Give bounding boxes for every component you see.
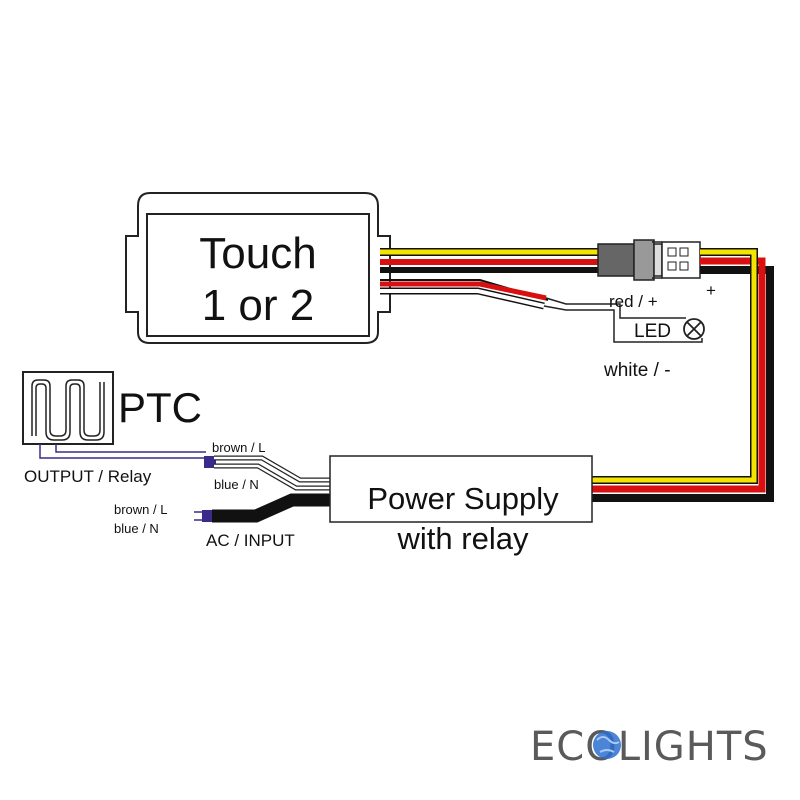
supply-cable: [592, 248, 774, 502]
ecolights-logo: ECOLIGHTS: [530, 724, 769, 770]
power-supply: Power Supply with relay: [329, 455, 593, 556]
led-branch: red / + + LED white / -: [380, 279, 716, 381]
touch-module-face: [146, 213, 370, 337]
output-wire-brown-label: brown / L: [212, 440, 265, 455]
output-wire-blue-label: blue / N: [214, 477, 259, 492]
globe-icon: [593, 731, 621, 759]
touch-module-title: Touch: [199, 229, 316, 278]
wire-red-supply: [592, 257, 766, 493]
input-label: AC / INPUT: [206, 531, 295, 550]
led-wire-red: [380, 281, 547, 301]
touch-module-subtitle: 1 or 2: [202, 281, 315, 330]
output-cable: brown / L blue / N OUTPUT / Relay: [24, 440, 330, 492]
logo-text: ECOLIGHTS: [530, 724, 769, 770]
output-label: OUTPUT / Relay: [24, 467, 152, 486]
touch-cable: [380, 248, 602, 273]
ptc-heater: PTC: [22, 371, 206, 459]
led-lamp-icon: [683, 318, 705, 340]
power-supply-housing: [329, 455, 593, 523]
input-wire-brown-label: brown / L: [114, 502, 167, 517]
wire-black-supply: [592, 266, 774, 502]
power-supply-subtitle: with relay: [397, 521, 529, 556]
power-supply-title: Power Supply: [367, 481, 559, 516]
led-plus-label: +: [706, 281, 716, 300]
input-cable: brown / L blue / N AC / INPUT: [114, 493, 330, 550]
ptc-heater-icon: [31, 379, 101, 437]
led-label: LED: [634, 321, 671, 342]
touch-module: Touch 1 or 2: [125, 192, 391, 344]
led-wire-red-label: red / +: [609, 292, 658, 311]
led-wire-white-label: white / -: [603, 360, 671, 381]
connector: [597, 239, 701, 281]
ptc-label: PTC: [118, 384, 202, 431]
input-wire-blue-label: blue / N: [114, 521, 159, 536]
